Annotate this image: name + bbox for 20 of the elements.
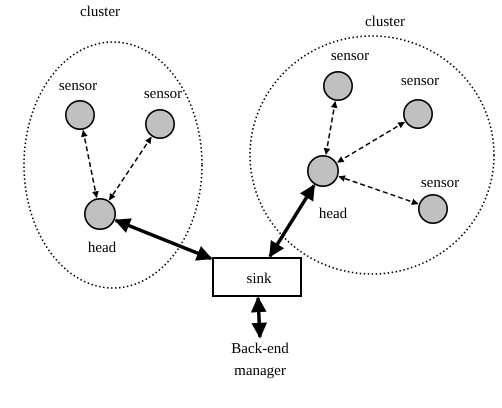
node-label: sensor <box>58 78 98 94</box>
arrow <box>250 296 268 339</box>
arrow <box>81 130 99 198</box>
node-label: head <box>318 206 348 222</box>
arrow <box>114 218 213 261</box>
cluster-label: cluster <box>365 14 405 30</box>
arrow <box>108 136 152 200</box>
arrow <box>338 175 419 205</box>
node-label: head <box>88 240 116 256</box>
cluster-label: cluster <box>80 4 120 20</box>
node-label: sink <box>246 271 272 287</box>
node-label: Back-end manager <box>230 340 290 381</box>
sink-box <box>212 257 302 297</box>
arrow <box>324 101 338 155</box>
node-label: sensor <box>330 48 370 64</box>
arrow <box>337 122 405 163</box>
node-label: sensor <box>400 73 440 89</box>
node-label: sensor <box>420 175 460 191</box>
node-label: sensor <box>144 86 182 102</box>
arrow <box>268 184 316 258</box>
